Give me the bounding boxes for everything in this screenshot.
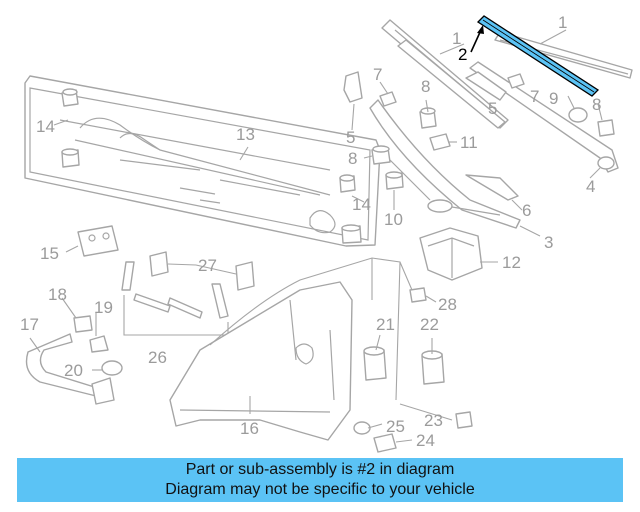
callout-27: 27 — [198, 256, 217, 275]
callout-labels: 1 1 2 3 4 5 5 6 7 7 8 8 8 9 10 11 12 13 … — [20, 13, 601, 450]
callout-8: 8 — [421, 77, 430, 96]
callout-23: 23 — [424, 411, 443, 430]
clip-7b — [507, 73, 525, 89]
banner-line-disclaimer: Diagram may not be specific to your vehi… — [165, 481, 475, 498]
callout-12: 12 — [502, 253, 521, 272]
callout-5: 5 — [346, 128, 355, 147]
cap-20 — [101, 360, 123, 376]
callout-28: 28 — [438, 295, 457, 314]
callout-22: 22 — [420, 315, 439, 334]
nut-8c — [597, 119, 615, 137]
callout-7: 7 — [373, 65, 382, 84]
bracket-15 — [77, 225, 119, 257]
grommet-25 — [353, 421, 371, 435]
wiper-linkage-assembly — [24, 75, 381, 247]
callout-24: 24 — [416, 431, 435, 450]
parts-diagram: 1 1 2 3 4 5 5 6 7 7 8 8 8 9 10 11 12 13 … — [20, 13, 633, 453]
callout-7: 7 — [530, 87, 539, 106]
cap-9 — [568, 107, 588, 123]
wiper-arm-5 — [465, 71, 507, 101]
callout-11: 11 — [460, 133, 478, 152]
wiper-arm-right-4 — [469, 61, 619, 173]
filler-neck-17 — [25, 333, 115, 405]
pump-21 — [363, 346, 387, 381]
leader-lines — [29, 25, 603, 443]
cap-11 — [429, 133, 451, 151]
rubber-mount-14b — [339, 174, 362, 244]
callout-17: 17 — [20, 315, 39, 334]
wiper-arm-left — [397, 39, 506, 129]
callout-4: 4 — [586, 177, 595, 196]
callout-10: 10 — [384, 210, 403, 229]
clip-7a — [379, 91, 397, 107]
grommet-18 — [73, 315, 93, 333]
callout-16: 16 — [240, 419, 259, 438]
callout-14: 14 — [352, 195, 371, 214]
banner-line-part-info: Part or sub-assembly is #2 in diagram — [185, 461, 455, 478]
wiring-harness — [209, 257, 413, 401]
callout-3: 3 — [544, 233, 553, 252]
callout-5: 5 — [488, 99, 497, 118]
callout-9: 9 — [549, 89, 558, 108]
info-banner: Part or sub-assembly is #2 in diagram Di… — [17, 458, 623, 502]
rubber-mount-14a — [61, 88, 80, 168]
nozzle-27 — [149, 251, 255, 291]
callout-14: 14 — [36, 117, 55, 136]
callout-18: 18 — [48, 285, 67, 304]
callout-21: 21 — [376, 315, 395, 334]
callout-19: 19 — [94, 298, 113, 317]
sensor-24 — [373, 433, 397, 453]
callout-15: 15 — [40, 244, 59, 263]
callout-26: 26 — [148, 348, 167, 367]
hoses-26 — [121, 261, 229, 336]
callout-8: 8 — [592, 95, 601, 114]
callout-13: 13 — [236, 125, 255, 144]
deflector-6 — [465, 174, 519, 201]
connector-28 — [409, 287, 427, 303]
pump-22 — [421, 350, 445, 385]
callout-8: 8 — [348, 149, 357, 168]
nut-8b — [371, 145, 391, 165]
callout-25: 25 — [386, 417, 405, 436]
wiper-motor-12 — [419, 199, 483, 281]
grommet-19 — [89, 335, 109, 353]
callout-1: 1 — [558, 13, 567, 32]
callout-1: 1 — [452, 29, 461, 48]
callout-6: 6 — [522, 201, 531, 220]
sensor-23 — [455, 411, 473, 429]
callout-20: 20 — [64, 361, 83, 380]
reservoir-16 — [169, 281, 353, 441]
cap-5 — [343, 71, 363, 103]
grommet-10 — [385, 171, 404, 190]
wiper-blade-refill-part-2 — [476, 15, 600, 97]
callout-2-highlighted: 2 — [458, 45, 467, 64]
